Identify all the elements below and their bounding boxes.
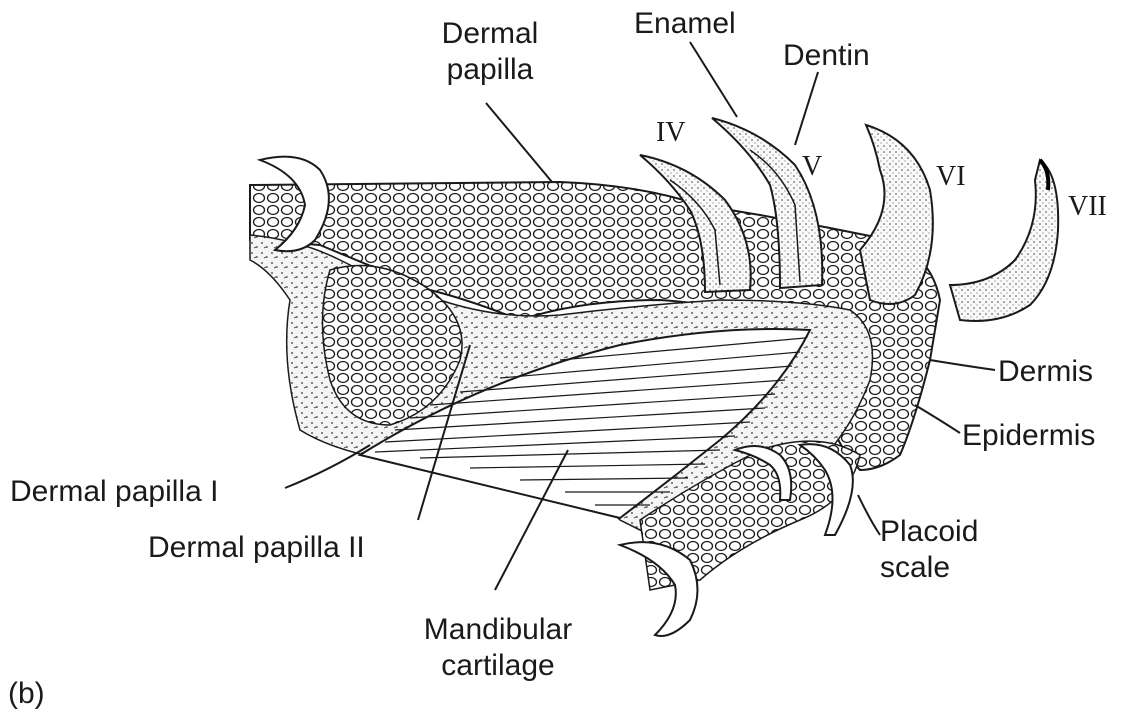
placoid-scale-3 [620,542,698,636]
label-enamel: Enamel [634,6,736,42]
label-mandibular-line1: Mandibular [398,612,598,648]
label-dermal-papilla-line1: Dermal [425,16,555,52]
numeral-v: V [802,152,822,182]
label-placoid-line1: Placoid [880,514,978,550]
numeral-iv: IV [656,118,686,148]
label-dermal-papilla-1: Dermal papilla I [10,474,218,510]
label-dermis: Dermis [998,354,1093,390]
tooth-vii [950,160,1058,321]
leader-epidermis [915,405,960,433]
label-epidermis: Epidermis [962,418,1095,454]
label-dermal-papilla-2: Dermal papilla II [148,530,365,566]
label-placoid-scale: Placoid scale [880,514,978,586]
numeral-vii: VII [1068,192,1107,222]
leader-dermis [930,360,995,370]
leader-dermal-papilla [486,103,552,182]
leader-placoid [858,495,880,535]
label-dermal-papilla: Dermal papilla [425,16,555,88]
panel-label: (b) [8,676,45,712]
numeral-vi: VI [936,162,966,192]
label-dermal-papilla-line2: papilla [425,52,555,88]
label-mandibular-cartilage: Mandibular cartilage [398,612,598,684]
label-mandibular-line2: cartilage [398,648,598,684]
leader-dentin [795,72,818,145]
label-placoid-line2: scale [880,550,978,586]
leader-enamel [690,42,737,117]
tooth-vi [860,125,933,304]
label-dentin: Dentin [783,38,870,74]
